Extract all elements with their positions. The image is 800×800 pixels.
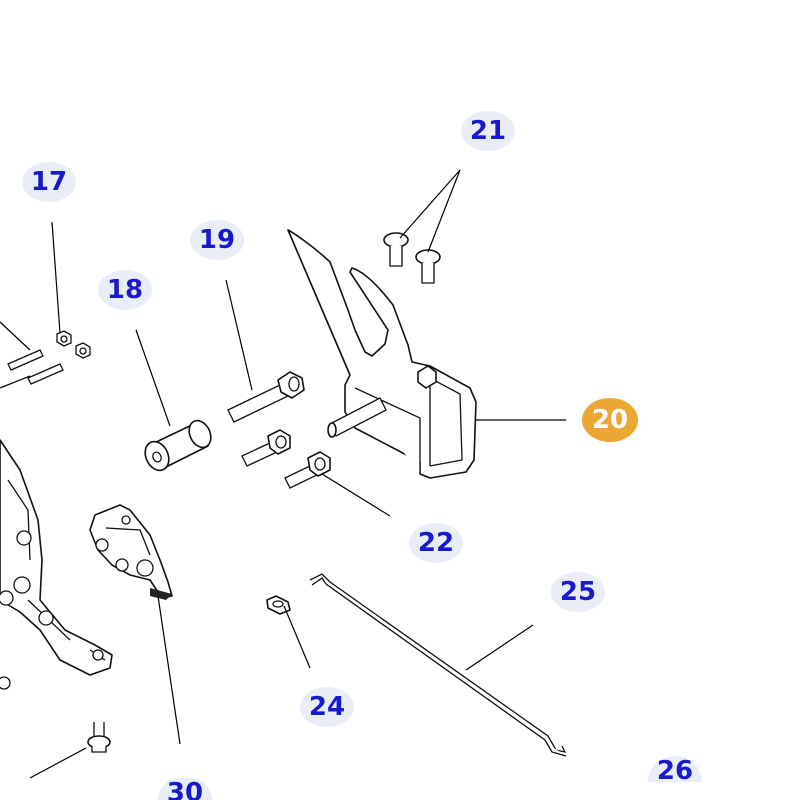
rod-part-25 <box>309 573 567 757</box>
callout-17[interactable]: 17 <box>22 162 76 202</box>
clip-part-24 <box>266 595 291 615</box>
latch-part-30 <box>89 504 173 600</box>
bracket-part-20 <box>287 229 477 479</box>
frame-part <box>0 439 113 690</box>
callout-25[interactable]: 25 <box>551 572 605 612</box>
bolt-part-bottom <box>87 722 111 753</box>
callout-21[interactable]: 21 <box>461 111 515 151</box>
callout-30[interactable]: 30 <box>158 778 212 800</box>
nut-part-17 <box>56 330 91 359</box>
bolt-part-22 <box>241 429 331 489</box>
pin-part <box>0 349 64 389</box>
callout-24[interactable]: 24 <box>300 687 354 727</box>
bolt-part-19 <box>227 371 305 423</box>
callout-22[interactable]: 22 <box>409 523 463 563</box>
spacer-part-18 <box>144 419 212 472</box>
screw-part-21 <box>383 232 441 284</box>
leader-lines <box>0 169 566 779</box>
callout-18[interactable]: 18 <box>98 270 152 310</box>
callout-20-selected[interactable]: 20 <box>582 398 638 442</box>
callout-19[interactable]: 19 <box>190 220 244 260</box>
